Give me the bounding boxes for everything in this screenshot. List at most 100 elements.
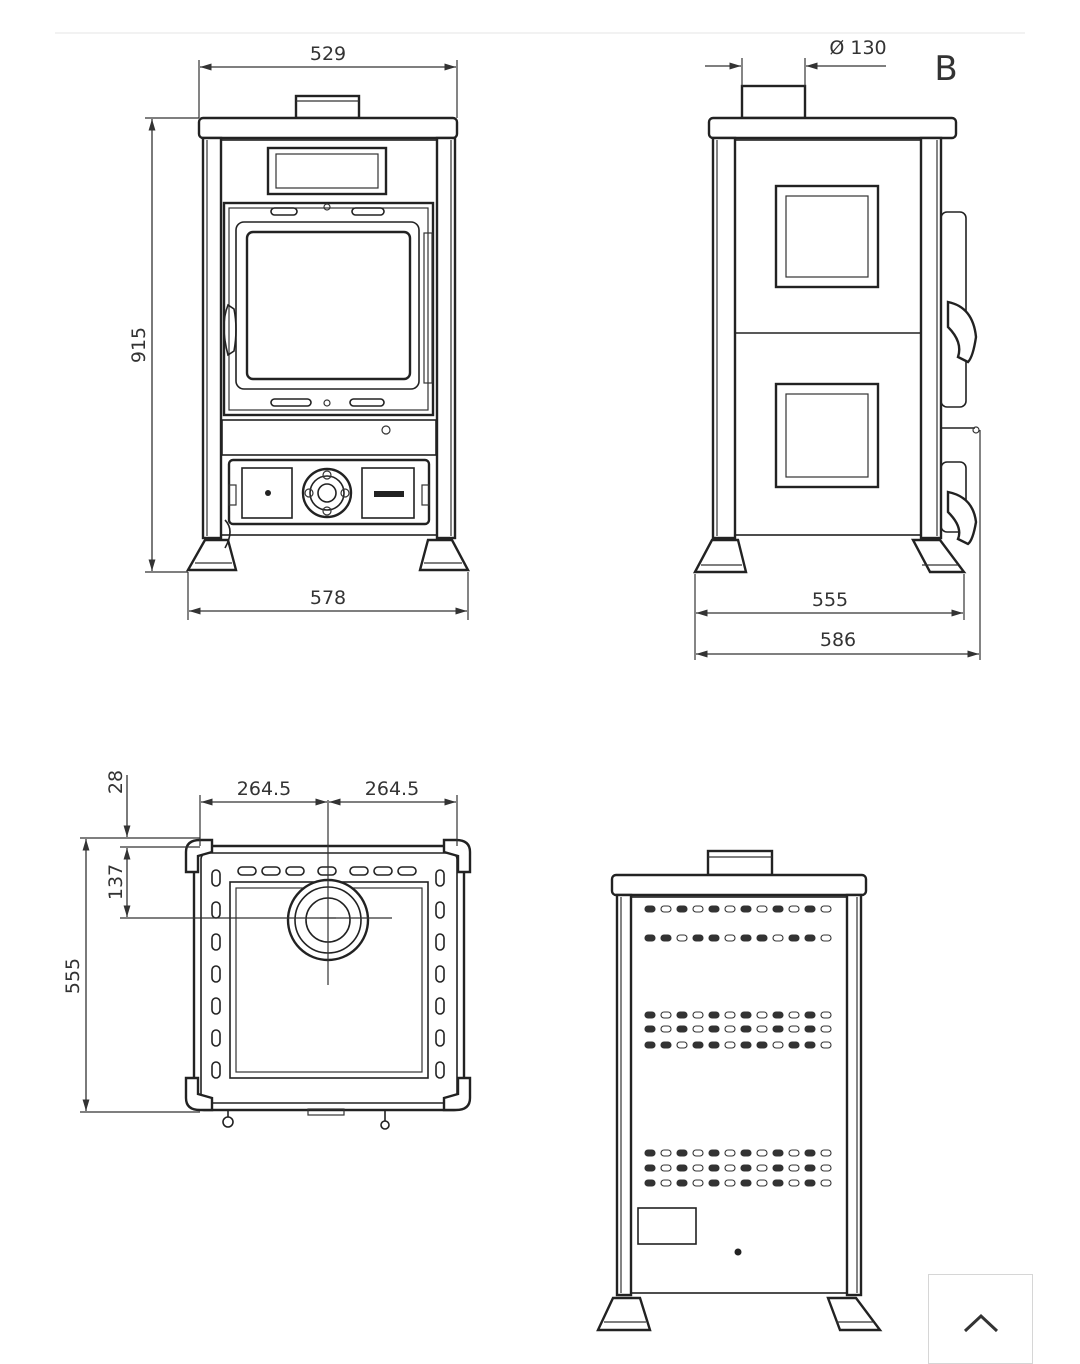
front-view: 529 915 578 [128, 43, 470, 620]
vent-hole [756, 1011, 768, 1019]
vent-hole [772, 1025, 784, 1033]
vent-hole [708, 1179, 720, 1187]
scroll-to-top-button[interactable] [928, 1274, 1033, 1364]
vent-hole [756, 1164, 768, 1172]
vent-hole [676, 1041, 688, 1049]
vent-hole [676, 905, 688, 913]
vent-hole [772, 1149, 784, 1157]
vent-hole [724, 934, 736, 942]
vent-hole [788, 1179, 800, 1187]
vent-hole [820, 934, 832, 942]
vent-hole [724, 1149, 736, 1157]
vent-hole [708, 905, 720, 913]
vent-hole [756, 934, 768, 942]
vent-hole [692, 934, 704, 942]
back-view [596, 849, 883, 1332]
vent-hole [708, 1041, 720, 1049]
vent-hole [788, 1025, 800, 1033]
vent-hole [660, 1011, 672, 1019]
vent-hole [772, 934, 784, 942]
vent-hole [788, 1149, 800, 1157]
vent-hole [660, 1164, 672, 1172]
vent-hole [740, 905, 752, 913]
vent-hole [820, 1164, 832, 1172]
chevron-up-icon [963, 1313, 999, 1333]
dim-front-height: 915 [128, 327, 150, 363]
dim-flue-diameter: Ø 130 [829, 37, 886, 59]
vent-hole [772, 1179, 784, 1187]
vent-hole [644, 934, 656, 942]
vent-hole [788, 905, 800, 913]
dim-top-offset-right: 264.5 [365, 778, 419, 800]
dim-side-depth-total: 586 [820, 629, 856, 651]
vent-hole [804, 934, 816, 942]
vent-hole [724, 905, 736, 913]
vent-hole [692, 1179, 704, 1187]
vent-hole [644, 905, 656, 913]
vent-hole [756, 905, 768, 913]
vent-hole [804, 1149, 816, 1157]
vent-hole [692, 1149, 704, 1157]
vent-hole [820, 1011, 832, 1019]
vent-hole [820, 1149, 832, 1157]
vent-hole [708, 934, 720, 942]
vent-hole [724, 1164, 736, 1172]
vent-hole [804, 905, 816, 913]
vent-hole [692, 1025, 704, 1033]
vent-hole [644, 1179, 656, 1187]
vent-hole [644, 1164, 656, 1172]
vent-hole [820, 1179, 832, 1187]
vent-hole [804, 1011, 816, 1019]
vent-hole [708, 1149, 720, 1157]
vent-hole [804, 1179, 816, 1187]
vent-hole [804, 1041, 816, 1049]
vent-hole [772, 1041, 784, 1049]
vent-hole [676, 1149, 688, 1157]
vent-hole [740, 1041, 752, 1049]
vent-hole [740, 934, 752, 942]
vent-hole [740, 1179, 752, 1187]
vent-hole [756, 1041, 768, 1049]
dim-side-depth-body: 555 [812, 589, 848, 611]
vent-hole [676, 1025, 688, 1033]
vent-hole [692, 1011, 704, 1019]
vent-hole [820, 1041, 832, 1049]
vent-hole [740, 1011, 752, 1019]
vent-hole [772, 1011, 784, 1019]
dim-top-offset-left: 264.5 [237, 778, 291, 800]
vent-hole [740, 1149, 752, 1157]
vent-hole [756, 1149, 768, 1157]
vent-rows [644, 905, 832, 1187]
vent-hole [644, 1149, 656, 1157]
vent-hole [708, 1011, 720, 1019]
side-view: Ø 130 B 555 586 [693, 37, 981, 660]
side-slots [211, 869, 445, 1079]
dim-top-margin: 28 [105, 770, 127, 794]
vent-hole [740, 1025, 752, 1033]
vent-hole [708, 1025, 720, 1033]
vent-hole [772, 905, 784, 913]
vent-hole [708, 1164, 720, 1172]
vent-hole [740, 1164, 752, 1172]
view-label-b: B [934, 49, 957, 89]
vent-hole [820, 905, 832, 913]
vent-hole [804, 1025, 816, 1033]
vent-hole [660, 1025, 672, 1033]
vent-hole [692, 1164, 704, 1172]
dim-top-flue-offset: 137 [105, 864, 127, 900]
vent-hole [660, 1179, 672, 1187]
vent-hole [724, 1011, 736, 1019]
dim-front-width-top: 529 [310, 43, 346, 65]
vent-hole [724, 1179, 736, 1187]
vent-hole [644, 1041, 656, 1049]
vent-hole [660, 1041, 672, 1049]
vent-hole [820, 1025, 832, 1033]
vent-hole [676, 1179, 688, 1187]
vent-hole [724, 1041, 736, 1049]
vent-hole [676, 934, 688, 942]
vent-hole [788, 1011, 800, 1019]
vent-hole [772, 1164, 784, 1172]
vent-hole [756, 1179, 768, 1187]
vent-hole [644, 1025, 656, 1033]
